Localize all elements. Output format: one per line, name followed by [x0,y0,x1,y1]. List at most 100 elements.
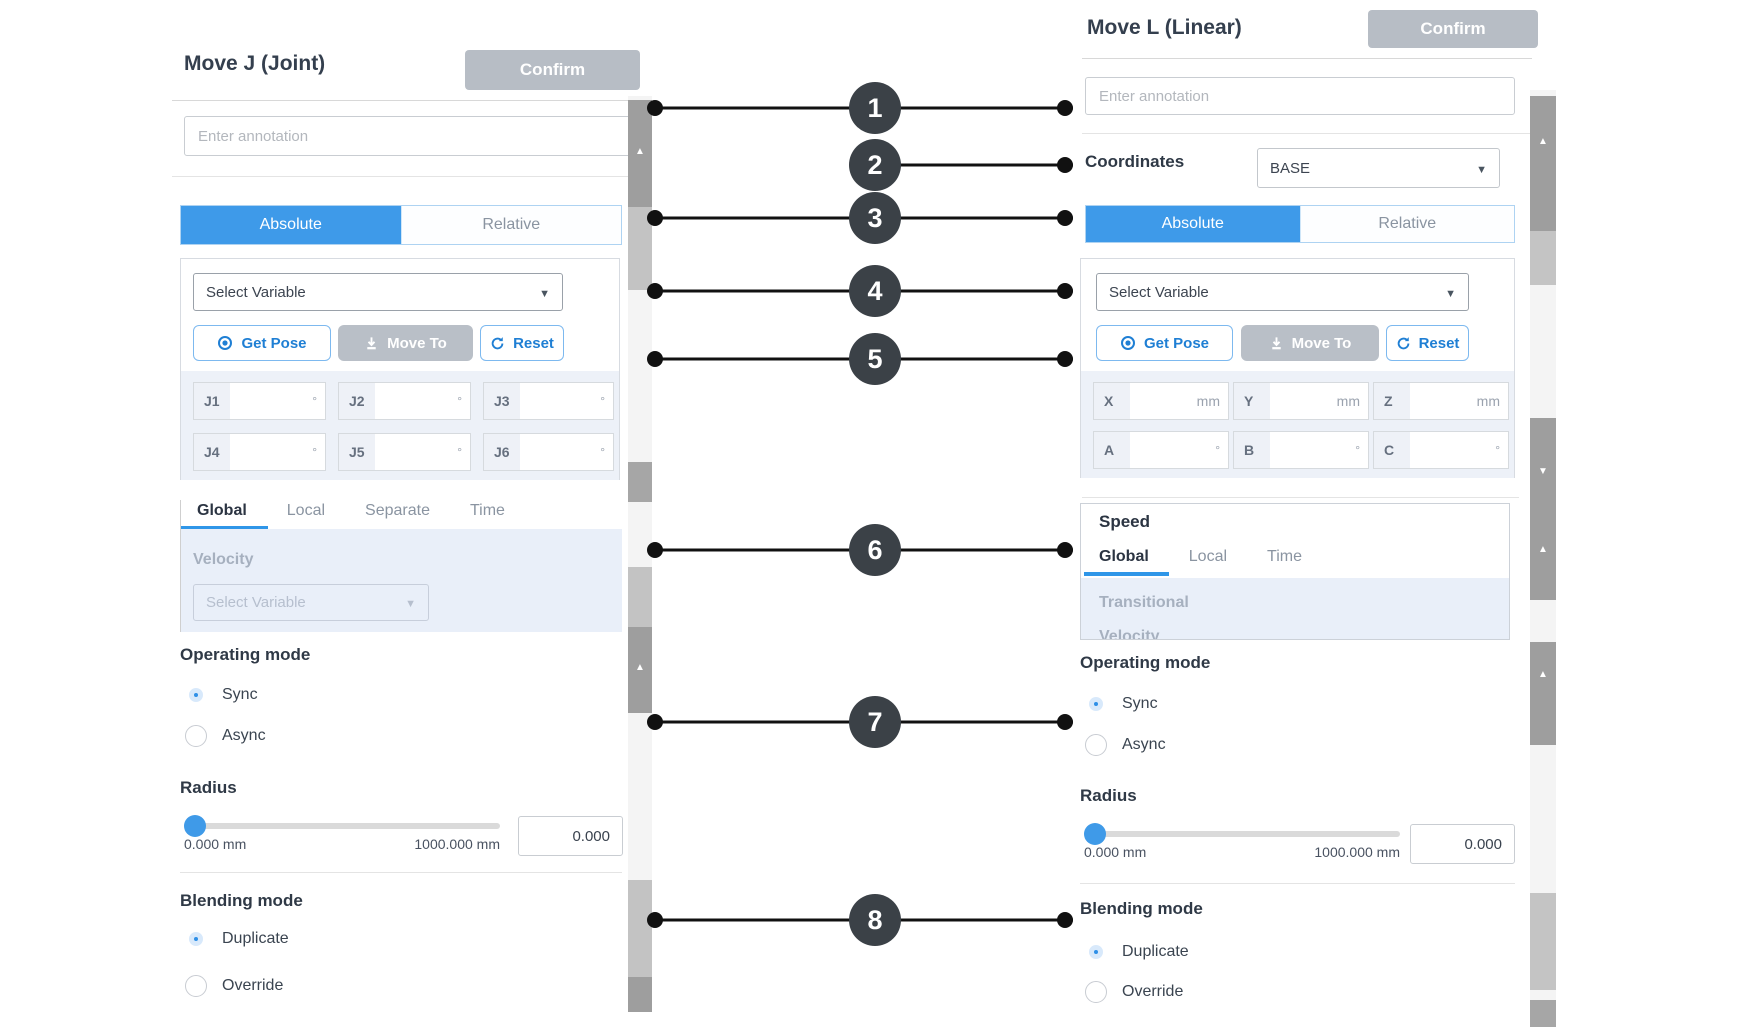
override-radio[interactable]: Override [184,972,283,1000]
chevron-down-icon [1445,284,1456,301]
speed-tabbar: Global Local Separate Time [197,502,505,520]
annotation-input[interactable] [184,116,636,156]
radius-value-input[interactable]: 0.000 [518,816,623,856]
chevron-down-icon [539,284,550,301]
speed-tab-separate[interactable]: Separate [365,502,430,519]
override-label: Override [1122,983,1184,1000]
move-to-button[interactable]: Move To [1241,325,1379,361]
speed-tab-local[interactable]: Local [1188,548,1228,565]
duplicate-label: Duplicate [222,930,289,947]
speed-tab-time[interactable]: Time [1267,548,1302,565]
callout-number: 4 [849,265,901,317]
axis-c-field[interactable]: C ° [1373,431,1509,469]
slider-range-labels: 0.000 mm 1000.000 mm [184,836,500,852]
move-to-button[interactable]: Move To [338,325,473,361]
unit-label: ° [312,445,317,459]
speed-tab-global[interactable]: Global [197,502,247,519]
speed-tab-time[interactable]: Time [469,502,505,519]
radius-slider[interactable] [184,815,500,837]
move-l-panel: Move L (Linear) Confirm Coordinates BASE… [1080,0,1542,1027]
joint-j3-field[interactable]: J3 ° [483,382,614,420]
radio-unselected-icon [1084,733,1108,757]
confirm-button[interactable]: Confirm [1368,10,1538,48]
reset-button[interactable]: Reset [1386,325,1469,361]
scrollbar-thumb[interactable] [628,462,652,502]
axis-grid: X mm Y mm Z mm A ° B ° [1081,371,1514,478]
reset-button[interactable]: Reset [480,325,564,361]
select-variable-dropdown[interactable]: Select Variable [1096,273,1469,311]
download-arrow-icon [1269,336,1284,351]
sync-radio[interactable]: Sync [1084,690,1158,718]
get-pose-button[interactable]: Get Pose [1096,325,1233,361]
async-radio[interactable]: Async [184,722,266,750]
page-title-move-j: Move J (Joint) [184,52,326,75]
divider [172,176,640,177]
joint-j4-field[interactable]: J4 ° [193,433,326,471]
scrollbar-thumb[interactable] [1530,642,1556,745]
axis-label: B [1234,432,1270,468]
slider-knob[interactable] [184,815,206,837]
duplicate-radio[interactable]: Duplicate [184,925,289,953]
scrollbar-thumb[interactable] [1530,893,1556,990]
axis-z-field[interactable]: Z mm [1373,382,1509,420]
joint-label: J5 [339,434,375,470]
tab-relative[interactable]: Relative [400,206,621,244]
radius-heading: Radius [1080,786,1137,805]
axis-x-field[interactable]: X mm [1093,382,1229,420]
tab-relative[interactable]: Relative [1299,206,1514,242]
duplicate-radio[interactable]: Duplicate [1084,938,1189,966]
axis-label: Z [1374,383,1410,419]
slider-knob[interactable] [1084,823,1106,845]
annotation-input[interactable] [1085,77,1515,115]
unit-label: ° [312,394,317,408]
speed-tab-global[interactable]: Global [1099,548,1149,565]
joint-label: J3 [484,383,520,419]
joint-j5-field[interactable]: J5 ° [338,433,471,471]
override-radio[interactable]: Override [1084,978,1183,1006]
scrollbar-thumb[interactable] [1530,231,1556,285]
unit-label: ° [600,394,605,408]
speed-section: Global Local Separate Time Velocity Sele… [180,500,622,632]
axis-label: Y [1234,383,1270,419]
coordinates-dropdown[interactable]: BASE [1257,148,1500,188]
tab-absolute[interactable]: Absolute [1086,206,1300,242]
joint-j1-field[interactable]: J1 ° [193,382,326,420]
velocity-select-value: Select Variable [206,594,306,611]
radius-slider[interactable] [1084,823,1400,845]
get-pose-label: Get Pose [1143,334,1210,352]
callout-number: 5 [849,333,901,385]
right-scrollbar[interactable] [1530,90,1556,1027]
async-radio[interactable]: Async [1084,731,1166,759]
scrollbar-thumb[interactable] [1530,418,1556,600]
scrollbar-thumb[interactable] [1530,96,1556,231]
chevron-down-icon [405,594,416,611]
axis-b-field[interactable]: B ° [1233,431,1369,469]
tab-absolute[interactable]: Absolute [181,206,401,244]
scrollbar-thumb[interactable] [628,567,652,627]
sync-radio[interactable]: Sync [184,681,258,709]
scrollbar-thumb[interactable] [628,880,652,977]
get-pose-button[interactable]: Get Pose [193,325,331,361]
override-label: Override [222,977,284,994]
joint-j6-field[interactable]: J6 ° [483,433,614,471]
select-variable-dropdown[interactable]: Select Variable [193,273,563,311]
get-pose-label: Get Pose [241,334,307,352]
scrollbar-thumb[interactable] [1530,1000,1556,1027]
callout-line [875,163,1073,167]
unit-label: mm [1476,393,1500,409]
radius-value-input[interactable]: 0.000 [1410,824,1515,864]
axis-y-field[interactable]: Y mm [1233,382,1369,420]
callout-dot [1057,714,1073,730]
blending-mode-heading: Blending mode [1080,899,1203,918]
scroll-up-icon [1530,133,1556,147]
callout-number: 7 [849,696,901,748]
joint-j2-field[interactable]: J2 ° [338,382,471,420]
joint-label: J6 [484,434,520,470]
speed-tab-local[interactable]: Local [286,502,326,519]
callout-dot [1057,351,1073,367]
scrollbar-thumb[interactable] [628,977,652,1012]
page-title-move-l: Move L (Linear) [1087,16,1242,39]
axis-a-field[interactable]: A ° [1093,431,1229,469]
confirm-button[interactable]: Confirm [465,50,640,90]
